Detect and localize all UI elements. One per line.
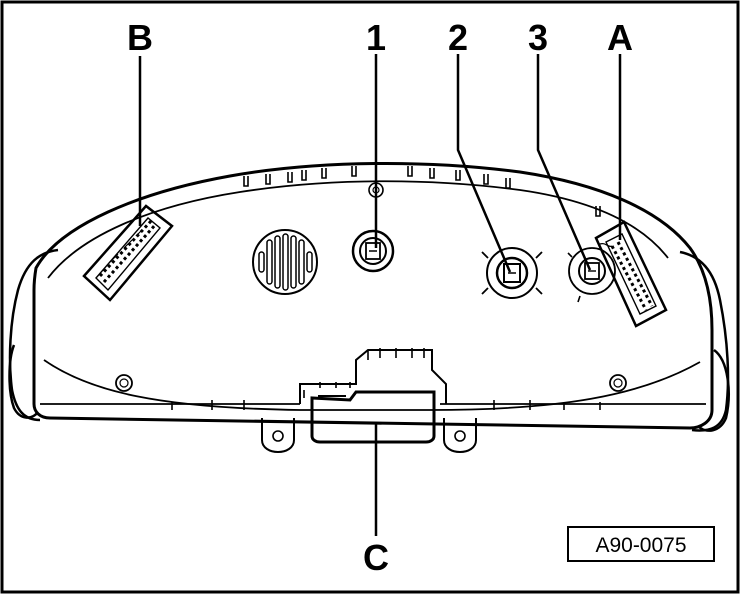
callout-label-b: B	[127, 17, 153, 58]
connector-a	[594, 220, 668, 328]
leader-line-2	[456, 54, 512, 273]
callout-label-1: 1	[366, 17, 386, 58]
left-screw-boss	[115, 374, 133, 392]
right-screw-boss	[609, 374, 627, 392]
callout-label-c: C	[363, 537, 389, 578]
speaker-grille	[252, 229, 318, 295]
bulb-holder-1	[351, 229, 395, 273]
connector-c-housing	[299, 348, 447, 444]
top-clip-tabs	[243, 166, 601, 217]
cluster-lower-ledge	[43, 359, 701, 411]
bulb-holder-3	[567, 247, 616, 303]
cluster-outer-outline	[32, 161, 714, 430]
figure-ref-box	[567, 526, 715, 562]
left-side-housing	[8, 248, 59, 422]
callout-label-3: 3	[528, 17, 548, 58]
left-screw-hole	[119, 378, 129, 388]
callout-label-2: 2	[448, 17, 468, 58]
bottom-clip-tabs	[171, 400, 601, 410]
right-lower-bulge	[697, 348, 730, 432]
left-mounting-lug	[261, 418, 295, 454]
cluster-inner-bezel	[47, 180, 669, 279]
right-side-housing	[679, 250, 730, 432]
connector-b	[82, 204, 174, 302]
bulb-holder-2	[481, 247, 543, 299]
callout-label-a: A	[607, 17, 633, 58]
right-mounting-lug	[443, 418, 477, 454]
figure-ref-label: A90-0075	[595, 534, 686, 557]
left-lower-bulge	[8, 344, 39, 419]
right-screw-hole	[613, 378, 623, 388]
leader-line-3	[536, 54, 592, 271]
